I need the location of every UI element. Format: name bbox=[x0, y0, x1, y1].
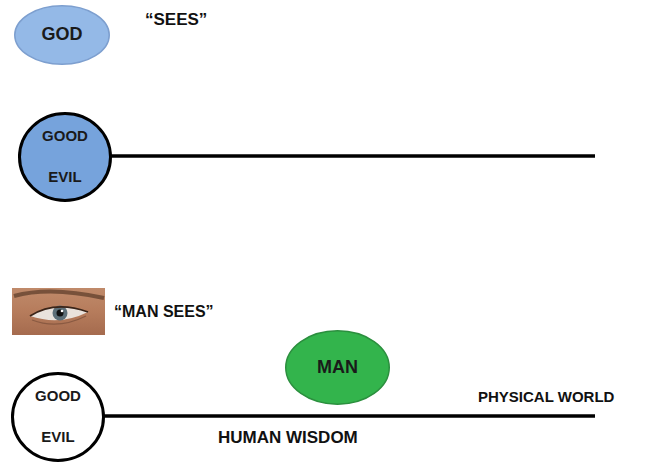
node-label: MAN bbox=[317, 358, 358, 378]
node-label: GOOD bbox=[35, 388, 81, 405]
text-slot: GOOD bbox=[11, 376, 105, 417]
node-shape bbox=[13, 374, 104, 461]
node-shape bbox=[15, 6, 110, 65]
node-shape bbox=[286, 331, 390, 405]
node-label: GOD bbox=[41, 25, 82, 45]
text-slot: MAN bbox=[285, 330, 390, 405]
node-label: EVIL bbox=[41, 429, 74, 446]
node-text-area: MAN bbox=[285, 330, 390, 405]
text-slot: GOD bbox=[14, 5, 110, 65]
node-label: GOOD bbox=[42, 128, 88, 145]
man-sees-label: “MAN SEES” bbox=[114, 303, 214, 320]
node-shape bbox=[20, 114, 111, 201]
node-label: EVIL bbox=[48, 169, 81, 186]
man-circle: MAN bbox=[285, 330, 390, 405]
text-slot: GOOD bbox=[18, 116, 112, 157]
region-label: PHYSICAL WORLD bbox=[478, 388, 614, 405]
label-holder: “SEES” bbox=[145, 10, 207, 30]
node-outline bbox=[11, 372, 105, 462]
good-evil-circle: GOOD EVIL bbox=[18, 112, 112, 202]
node-text-area: GOOD EVIL bbox=[11, 372, 105, 462]
node-text-area: GOD bbox=[14, 5, 110, 65]
good-evil-circle: GOOD EVIL bbox=[11, 372, 105, 462]
eye-picture bbox=[12, 288, 105, 335]
region-label: HUMAN WISDOM bbox=[218, 428, 358, 447]
node-text-area: GOOD EVIL bbox=[18, 112, 112, 202]
node-outline bbox=[18, 112, 112, 202]
label-holder: “MAN SEES” bbox=[114, 303, 214, 321]
sees-label: “SEES” bbox=[145, 10, 207, 29]
label-holder: PHYSICAL WORLD bbox=[478, 388, 614, 406]
text-slot: EVIL bbox=[11, 417, 105, 458]
god-ellipse: GOD bbox=[14, 5, 110, 65]
label-holder: HUMAN WISDOM bbox=[218, 428, 358, 448]
text-slot: EVIL bbox=[18, 157, 112, 198]
